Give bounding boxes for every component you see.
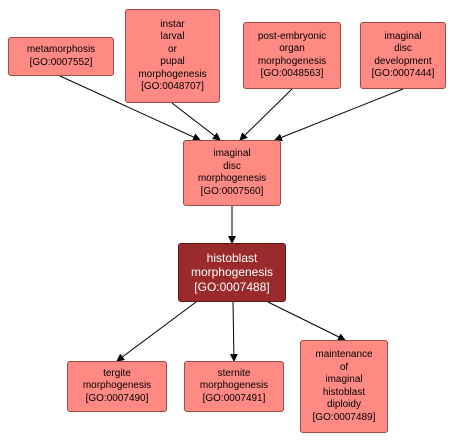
node-label-line: disc: [223, 160, 241, 172]
node-label-line: pupal: [160, 56, 185, 67]
node-label-line: development: [374, 55, 432, 67]
edge-histoblast-to-tergite: [116, 301, 197, 362]
node-label-line: [GO:0048563]: [260, 68, 324, 79]
node-label-line: imaginal: [384, 30, 422, 42]
edge-histoblast-to-sternite: [229, 301, 238, 362]
node-label-line: histoblast: [322, 386, 366, 398]
node-label-line: or: [168, 43, 177, 55]
node-label-line: larval: [160, 31, 185, 42]
node-label-line: instar: [160, 18, 185, 30]
node-label-line: post-embryonic: [257, 30, 327, 42]
node-label-line: [GO:0007560]: [200, 185, 264, 197]
node-label-line: sternite: [217, 367, 251, 379]
edge-post-embryonic-to-disc-morphogenesis: [239, 88, 293, 141]
node-label-line: morphogenesis: [190, 265, 274, 280]
node-label-line: [GO:0007552]: [29, 56, 93, 68]
node-label-line: [GO:0007489]: [312, 411, 376, 423]
node-label-line: [GO:0007490]: [85, 392, 149, 404]
node-label-line: metamorphosis: [26, 44, 96, 55]
edge-histoblast-to-maintenance: [267, 301, 346, 341]
edge-disc-development-to-disc-morphogenesis: [274, 88, 404, 142]
node-label-line: morphogenesis: [197, 173, 267, 184]
edge-metamorphosis-to-disc-morphogenesis: [59, 75, 201, 141]
node-label-line: [GO:0007488]: [194, 279, 270, 294]
edge-instar-to-disc-morphogenesis: [171, 102, 221, 141]
node-label-line: disc: [394, 43, 412, 54]
node-label-line: imaginal: [325, 374, 363, 385]
node-label-line: morphogenesis: [199, 380, 269, 392]
node-label-line: organ: [279, 43, 305, 54]
node-label-line: histoblast: [206, 250, 258, 265]
node-label-line: [GO:0007491]: [202, 392, 266, 404]
node-label-line: of: [339, 361, 349, 373]
node-label-line: morphogenesis: [138, 68, 207, 80]
node-label-line: morphogenesis: [82, 380, 152, 392]
node-label-line: diploidy: [327, 399, 361, 410]
node-label-line: [GO:0007444]: [371, 68, 435, 79]
node-label-line: morphogenesis: [257, 55, 327, 67]
node-label-line: [GO:0048707]: [141, 81, 204, 92]
node-label-line: maintenance: [315, 349, 373, 360]
node-label-line: tergite: [103, 367, 131, 379]
node-metamorphosis[interactable]: metamorphosis[GO:0007552]: [8, 37, 114, 76]
node-label-line: imaginal: [213, 148, 251, 159]
